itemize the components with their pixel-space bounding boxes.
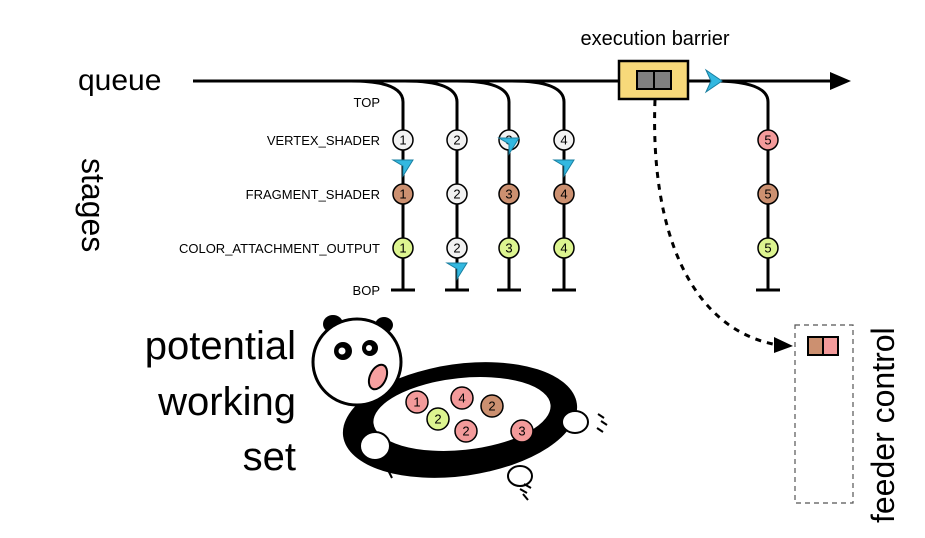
working-set-item-label: 2 bbox=[462, 424, 469, 439]
command-lane-3: 333 bbox=[456, 79, 521, 292]
command-lane-5: 5 5 5 bbox=[711, 79, 780, 292]
command-node bbox=[553, 183, 575, 205]
working-set-item-label: 4 bbox=[458, 391, 465, 406]
working-set-item-label: 3 bbox=[518, 424, 525, 439]
feeder-arrow-head bbox=[774, 337, 793, 353]
panda-paw-bottom bbox=[507, 465, 533, 487]
command-lanes: 111222333444555 bbox=[350, 79, 780, 292]
command-node-label: 3 bbox=[505, 241, 512, 256]
wait-arrow-icon bbox=[497, 137, 520, 156]
working-set-item bbox=[450, 386, 474, 410]
command-node bbox=[498, 237, 520, 259]
wait-arrow-icon bbox=[391, 159, 414, 178]
lane-line bbox=[711, 79, 770, 290]
lane-line bbox=[350, 79, 405, 290]
command-node-label: 2 bbox=[453, 187, 460, 202]
stage-name-color: COLOR_ATTACHMENT_OUTPUT bbox=[179, 241, 380, 256]
working-set-line-2: working bbox=[157, 380, 296, 424]
barrier-box bbox=[617, 59, 690, 101]
working-set-line-1: potential bbox=[145, 324, 296, 368]
command-node bbox=[446, 237, 468, 259]
command-node-label: 1 bbox=[399, 187, 406, 202]
command-node bbox=[446, 129, 468, 151]
stage-name-bop: BOP bbox=[353, 283, 380, 298]
command-node-label: 3 bbox=[505, 187, 512, 202]
working-set-item bbox=[480, 394, 504, 418]
execution-barrier: execution barrier bbox=[581, 28, 730, 101]
panda-paw-bottom-left bbox=[359, 431, 391, 461]
working-set-item bbox=[510, 419, 534, 443]
panda-paw-right bbox=[561, 410, 589, 434]
command-node-label: 1 bbox=[399, 133, 406, 148]
command-node-label: 5 bbox=[764, 241, 771, 256]
feeder-dashed-arrow bbox=[653, 99, 779, 347]
command-node-label: 2 bbox=[453, 241, 460, 256]
command-node bbox=[757, 129, 779, 151]
panda-head bbox=[311, 317, 403, 407]
feeder-control: feeder control bbox=[794, 324, 901, 523]
feeder-box bbox=[794, 324, 854, 504]
command-node bbox=[392, 183, 414, 205]
command-node-label: 4 bbox=[560, 133, 567, 148]
queue-label: queue bbox=[78, 64, 161, 97]
command-node bbox=[392, 237, 414, 259]
working-set-item-label: 2 bbox=[488, 399, 495, 414]
panda-cheek bbox=[367, 363, 389, 391]
command-node-label: 4 bbox=[560, 187, 567, 202]
command-node-label: 5 bbox=[764, 187, 771, 202]
feeder-slot-left bbox=[807, 336, 824, 356]
queue-arrow-head bbox=[830, 72, 851, 90]
working-set-item-label: 1 bbox=[413, 395, 420, 410]
working-set-line-3: set bbox=[243, 435, 296, 479]
command-node bbox=[757, 237, 779, 259]
command-node bbox=[553, 129, 575, 151]
command-node bbox=[553, 237, 575, 259]
stage-name-fragment: FRAGMENT_SHADER bbox=[246, 187, 380, 202]
working-set-item-label: 2 bbox=[434, 412, 441, 427]
stage-name-top: TOP bbox=[354, 95, 381, 110]
lane-line bbox=[456, 79, 511, 290]
command-node bbox=[392, 129, 414, 151]
stage-name-vertex: VERTEX_SHADER bbox=[267, 133, 380, 148]
feeder-slot-right bbox=[822, 336, 839, 356]
working-set-label: potential working set bbox=[145, 324, 296, 479]
feeder-label: feeder control bbox=[865, 327, 901, 523]
command-node bbox=[757, 183, 779, 205]
command-node-label: 1 bbox=[399, 241, 406, 256]
stages-label: stages bbox=[75, 158, 111, 252]
lane-line bbox=[511, 79, 566, 290]
command-node-label: 2 bbox=[453, 133, 460, 148]
working-set-item bbox=[454, 419, 478, 443]
lane-line bbox=[404, 79, 459, 290]
command-lane-1: 1 1 1 bbox=[350, 79, 415, 292]
command-lane-4: 4 4 4 bbox=[511, 79, 576, 292]
command-node bbox=[498, 183, 520, 205]
wait-arrow-icon bbox=[445, 262, 468, 281]
command-lane-2: 2 2 2 bbox=[404, 79, 469, 292]
barrier-out-arrow-icon bbox=[704, 68, 723, 94]
wait-arrow-icon bbox=[552, 159, 575, 178]
barrier-label: execution barrier bbox=[581, 28, 730, 50]
stage-names: TOP VERTEX_SHADER FRAGMENT_SHADER COLOR_… bbox=[179, 95, 380, 298]
command-node-label: 5 bbox=[764, 133, 771, 148]
command-node-label: 4 bbox=[560, 241, 567, 256]
command-node bbox=[446, 183, 468, 205]
working-set-item bbox=[426, 407, 450, 431]
working-set-item bbox=[405, 390, 429, 414]
